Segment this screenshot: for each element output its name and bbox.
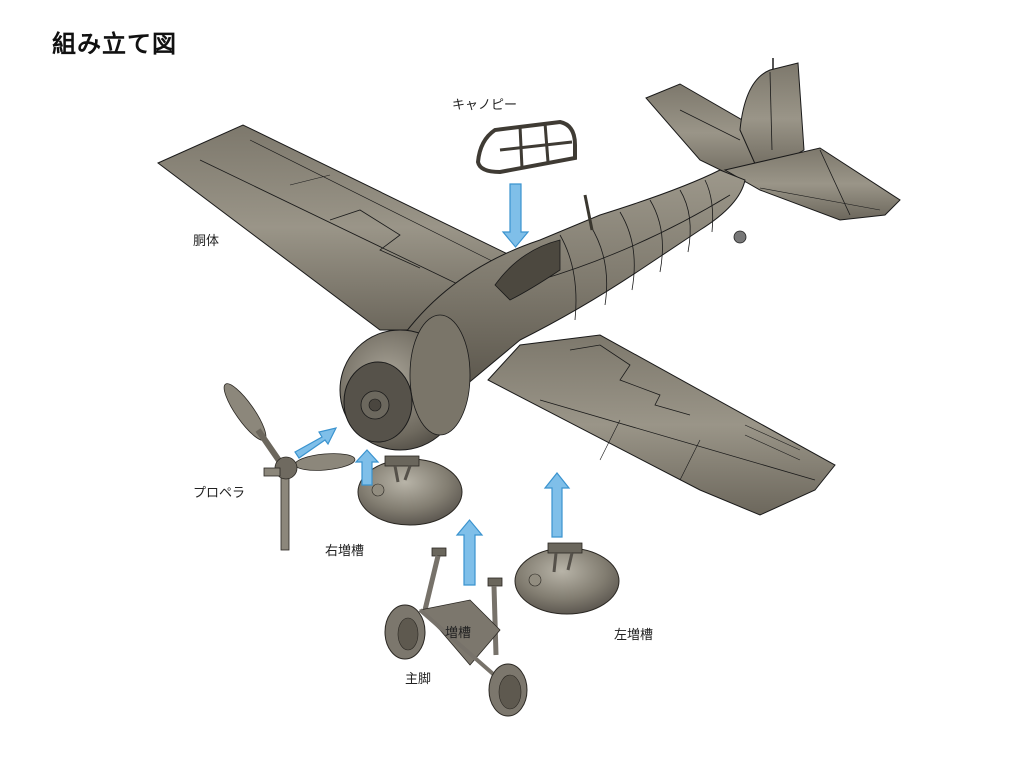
label-fuselage: 胴体 bbox=[193, 234, 220, 249]
arrow-main-gear bbox=[455, 519, 484, 586]
label-right-drop-tank: 右増槽 bbox=[325, 544, 365, 559]
tail-stabilizer-right bbox=[723, 147, 901, 221]
label-left-drop-tank: 左増槽 bbox=[614, 628, 654, 643]
engine-cowl bbox=[339, 314, 471, 451]
fuselage bbox=[399, 169, 747, 394]
page-title: 組み立て図 bbox=[52, 30, 177, 58]
arrow-canopy bbox=[501, 183, 530, 248]
right-drop-tank-part bbox=[357, 455, 463, 526]
wing-right bbox=[487, 334, 836, 516]
label-propeller: プロペラ bbox=[193, 486, 246, 501]
arrow-propeller bbox=[294, 427, 338, 459]
label-main-gear: 主脚 bbox=[405, 672, 432, 687]
main-gear-part bbox=[384, 547, 528, 717]
label-drop-tank: 増槽 bbox=[445, 626, 472, 641]
label-canopy: キャノピー bbox=[452, 98, 518, 113]
left-drop-tank-part bbox=[514, 542, 620, 615]
arrow-left-drop-tank bbox=[543, 472, 571, 538]
arrow-right-drop-tank bbox=[354, 449, 380, 486]
vertical-tail bbox=[739, 58, 805, 176]
canopy-part bbox=[475, 119, 577, 175]
propeller-part bbox=[223, 383, 356, 551]
